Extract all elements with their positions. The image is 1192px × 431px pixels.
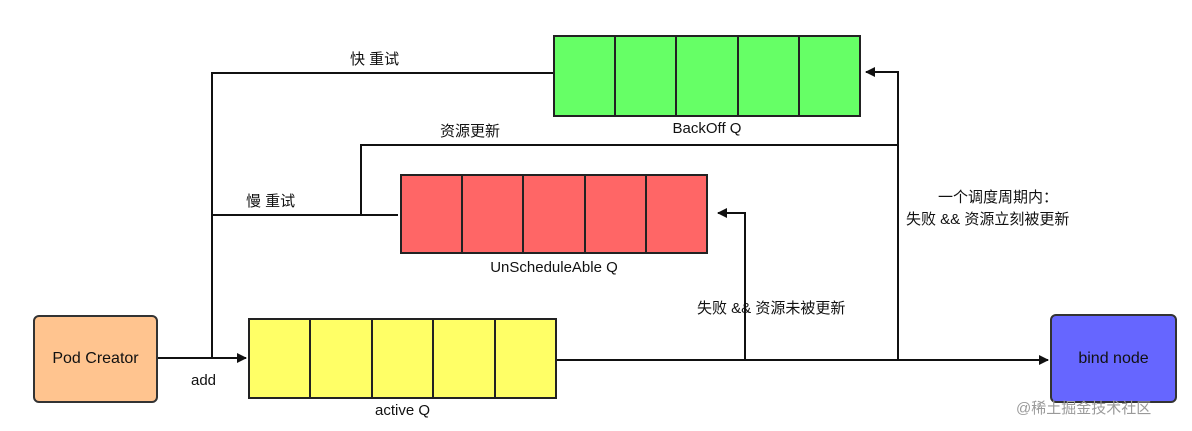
queue-slot — [800, 37, 859, 115]
cycle-condition-line1: 一个调度周期内： — [938, 189, 1059, 206]
fast-retry-label: 快 重试 — [350, 51, 400, 68]
watermark: @稀土掘金技术社区 — [1016, 400, 1152, 417]
queue-slot — [647, 176, 706, 252]
queue-slot — [586, 176, 647, 252]
cycle-condition-line2: 失败 && 资源立刻被更新 — [906, 211, 1070, 228]
queue-slot — [677, 37, 739, 115]
edge-fail-no-update — [717, 208, 746, 360]
queue-slot — [373, 320, 435, 397]
queue-slot — [616, 37, 678, 115]
queue-slot — [496, 320, 555, 397]
queue-slot — [555, 37, 617, 115]
backoff-queue — [553, 35, 861, 117]
queue-slot — [739, 37, 800, 115]
slow-retry-label: 慢 重试 — [246, 193, 296, 210]
edge-fast-retry — [211, 72, 553, 358]
edge-fail-with-update — [865, 67, 899, 360]
queue-slot — [434, 320, 496, 397]
backoff-queue-label: BackOff Q — [672, 120, 742, 137]
fail-no-update-label: 失败 && 资源未被更新 — [697, 300, 846, 317]
add-label: add — [191, 372, 217, 389]
queue-slot — [463, 176, 525, 252]
bind-node: bind node — [1050, 314, 1177, 403]
unschedulable-queue-label: UnScheduleAble Q — [490, 259, 618, 276]
active-queue — [248, 318, 557, 399]
queue-slot — [402, 176, 464, 252]
resource-update-label: 资源更新 — [440, 123, 501, 140]
queue-slot — [311, 320, 373, 397]
bind-node-label: bind node — [1078, 349, 1149, 367]
queue-slot — [524, 176, 586, 252]
unschedulable-queue — [400, 174, 708, 254]
active-queue-label: active Q — [374, 402, 431, 419]
pod-creator-label: Pod Creator — [52, 350, 139, 367]
queue-slot — [250, 320, 312, 397]
pod-creator-node: Pod Creator — [33, 315, 158, 403]
